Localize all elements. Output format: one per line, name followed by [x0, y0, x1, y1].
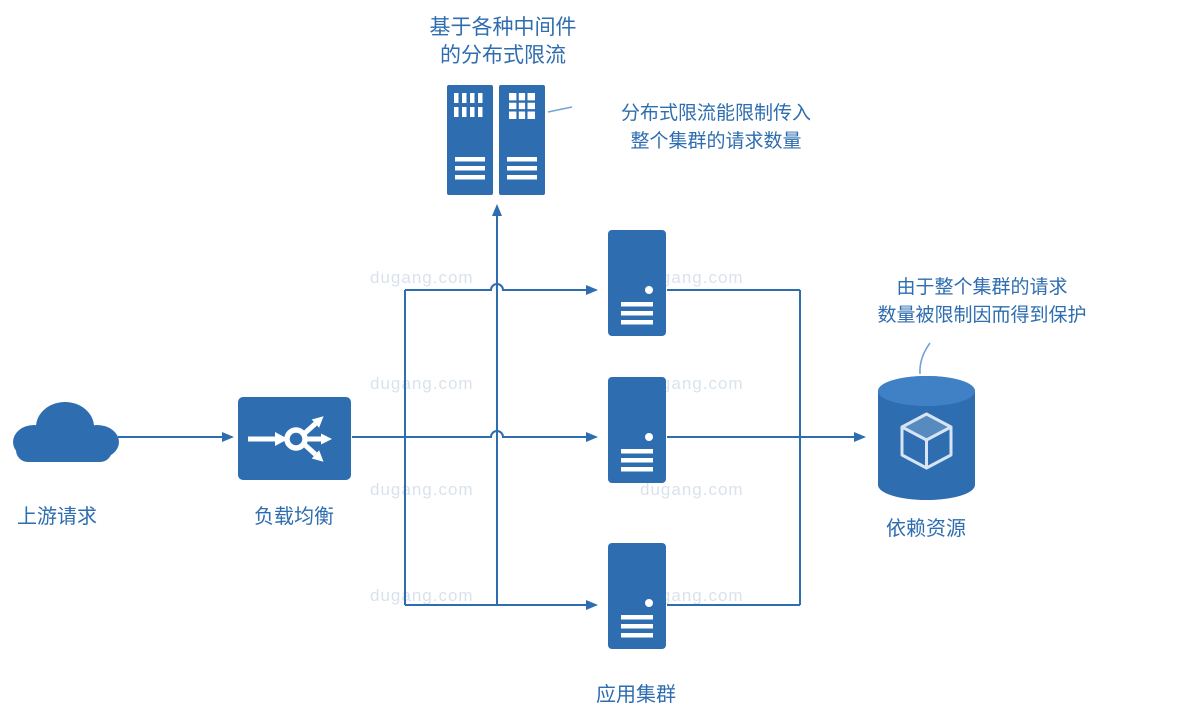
connector-lines: [118, 204, 866, 610]
database-note-leader: [919, 342, 931, 375]
rate-limiter-icon: [447, 85, 545, 195]
limiter-note-line1: 分布式限流能限制传入: [620, 103, 811, 124]
load-balancer-icon: [238, 397, 351, 480]
database-label: 依赖资源: [886, 518, 966, 540]
watermark-text: dugang.com: [370, 480, 474, 499]
watermark-text: dugang.com: [370, 586, 474, 605]
database-note-line2: 数量被限制因而得到保护: [877, 305, 1087, 326]
app-cluster-label: 应用集群: [596, 684, 676, 706]
load-balancer-label: 负载均衡: [254, 506, 334, 528]
app-server-icon-3: [608, 543, 666, 649]
cloud-icon: [13, 402, 119, 462]
leader-lines: [547, 106, 931, 375]
limiter-note: 分布式限流能限制传入 整个集群的请求数量: [568, 100, 864, 156]
limiter-note-line2: 整个集群的请求数量: [630, 131, 802, 152]
rate-limiter-title-line2: 的分布式限流: [440, 44, 566, 67]
app-server-icon-1: [608, 230, 666, 336]
database-note: 由于整个集群的请求 数量被限制因而得到保护: [788, 274, 1176, 330]
watermark-text: dugang.com: [370, 374, 474, 393]
app-server-icon-2: [608, 377, 666, 483]
watermark-text: dugang.com: [640, 480, 744, 499]
cube-icon: [900, 412, 953, 470]
cloud-label: 上游请求: [17, 506, 97, 528]
arrow-lb-to-middle-server: [352, 430, 598, 442]
watermark-text: dugang.com: [370, 268, 474, 287]
rate-limiter-title: 基于各种中间件 的分布式限流: [390, 14, 616, 70]
arrow-to-top-server: [405, 283, 598, 295]
rate-limiter-title-line1: 基于各种中间件: [429, 16, 577, 39]
database-note-line1: 由于整个集群的请求: [896, 277, 1068, 298]
database-icon: [878, 376, 975, 500]
limiter-note-leader: [547, 106, 573, 113]
